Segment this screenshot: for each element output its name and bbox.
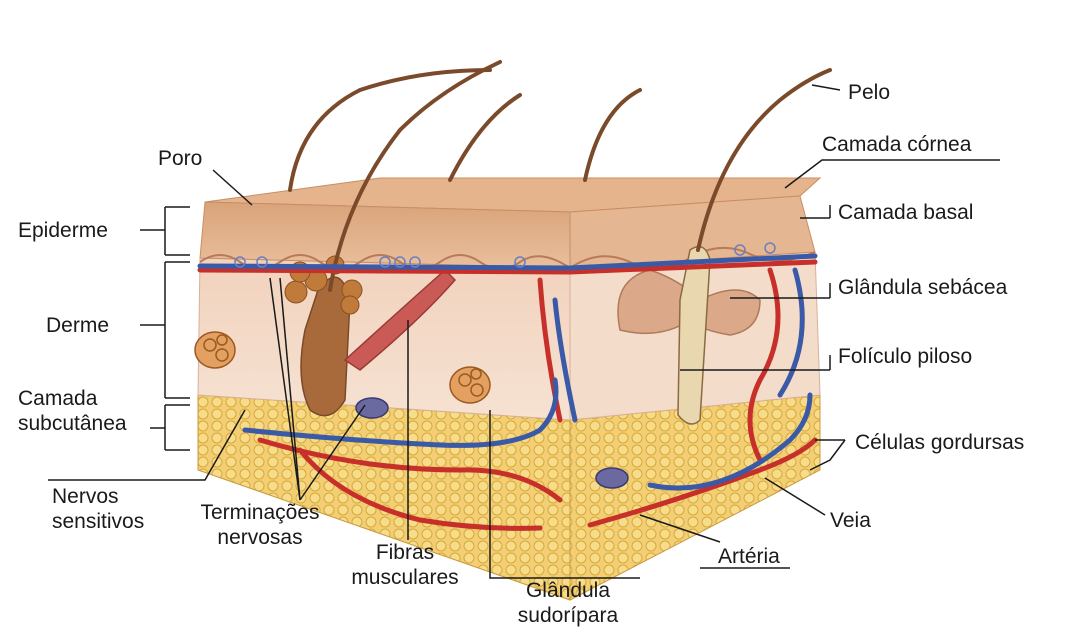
label-derme: Derme	[46, 313, 109, 338]
label-camada-basal: Camada basal	[838, 200, 973, 225]
label-poro: Poro	[158, 146, 202, 171]
label-camada-subcutanea-line2: subcutânea	[18, 411, 127, 436]
label-epiderme: Epiderme	[18, 218, 108, 243]
label-glandula-sudoripara: Glândula sudorípara	[498, 578, 638, 628]
label-camada-subcutanea-line1: Camada	[18, 386, 127, 411]
sweat-gland-coil-center	[450, 367, 490, 403]
label-arteria: Artéria	[718, 544, 780, 569]
label-nervos-sensitivos-line1: Nervos	[52, 484, 144, 509]
epidermis-layer	[200, 202, 570, 268]
label-fibras-musculares-line2: musculares	[340, 565, 470, 590]
label-foliculo-piloso: Folículo piloso	[838, 344, 972, 369]
label-terminacoes-nervosas-line2: nervosas	[185, 525, 335, 550]
label-nervos-sensitivos: Nervos sensitivos	[52, 484, 144, 534]
label-fibras-musculares: Fibras musculares	[340, 540, 470, 590]
label-camada-subcutanea: Camada subcutânea	[18, 386, 127, 436]
label-nervos-sensitivos-line2: sensitivos	[52, 509, 144, 534]
label-camada-cornea: Camada córnea	[822, 132, 971, 157]
label-terminacoes-nervosas: Terminações nervosas	[185, 500, 335, 550]
sweat-gland-coil-left	[195, 332, 235, 368]
label-glandula-sudoripara-line2: sudorípara	[498, 603, 638, 628]
label-fibras-musculares-line1: Fibras	[340, 540, 470, 565]
label-veia: Veia	[830, 508, 871, 533]
label-glandula-sebacea: Glândula sebácea	[838, 275, 1007, 300]
label-glandula-sudoripara-line1: Glândula	[498, 578, 638, 603]
label-terminacoes-nervosas-line1: Terminações	[185, 500, 335, 525]
label-pelo: Pelo	[848, 80, 890, 105]
label-celulas-gordurosas: Células gordursas	[855, 430, 1024, 455]
